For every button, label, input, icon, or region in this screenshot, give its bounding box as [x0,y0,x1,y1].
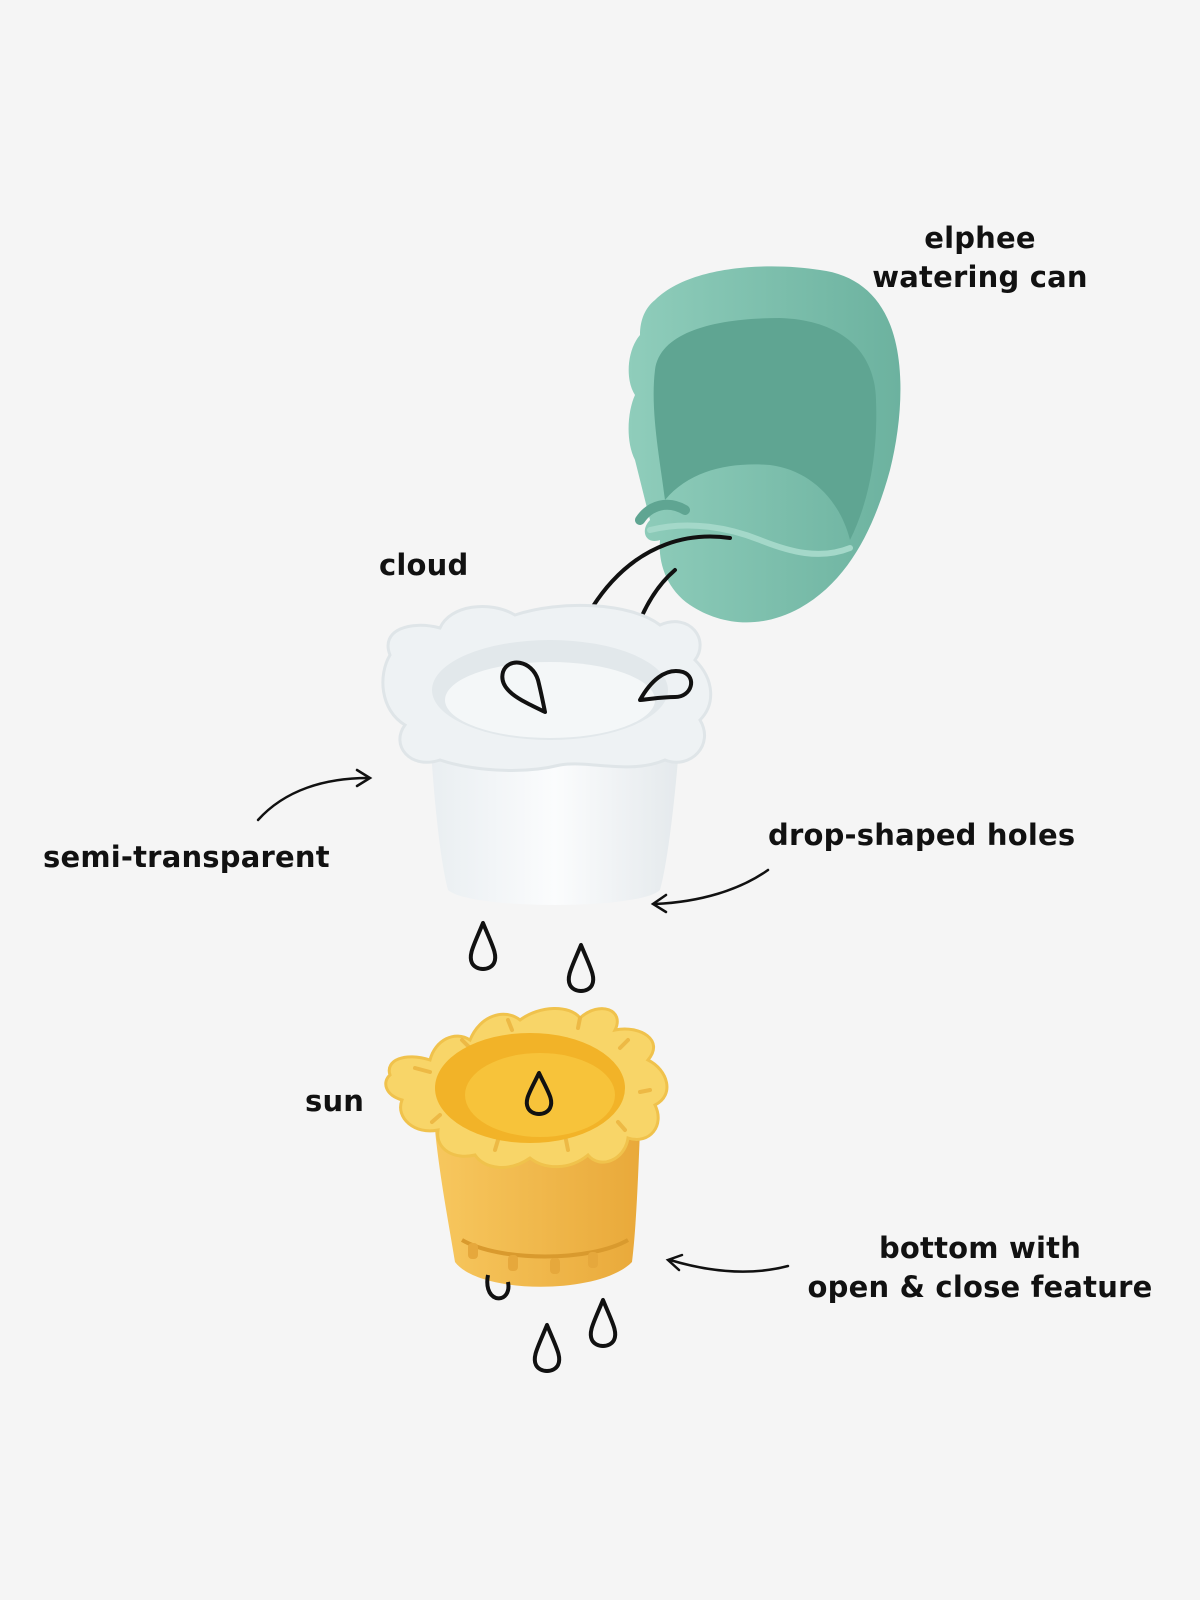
label-cloud: cloud [379,548,469,582]
label-bottom-feature-line-1: bottom with [878,1231,1082,1265]
label-bottom-feature: bottom with open & close feature [800,1229,1160,1307]
label-semi-transparent: semi-transparent [43,840,330,874]
label-watering-can-line-2: watering can [872,260,1088,294]
label-sun: sun [305,1084,365,1118]
bottom-drop-icon [485,1274,618,1373]
label-watering-can-line-1: elphee [924,221,1036,255]
arrow-semi-transparent-icon [256,768,373,822]
watering-can-icon [628,266,901,623]
arrow-drop-holes-icon [650,868,770,914]
label-watering-can: elphee watering can [850,219,1110,297]
label-bottom-feature-line-2: open & close feature [807,1270,1153,1304]
arrow-bottom-feature-icon [665,1253,790,1273]
splash-drop-icon [500,660,694,714]
sun-cup-icon [384,1007,669,1287]
falling-drop-icon [468,921,596,993]
cloud-cup-icon [381,603,713,905]
label-drop-holes: drop-shaped holes [768,818,1076,852]
drop-icon [524,1071,554,1116]
